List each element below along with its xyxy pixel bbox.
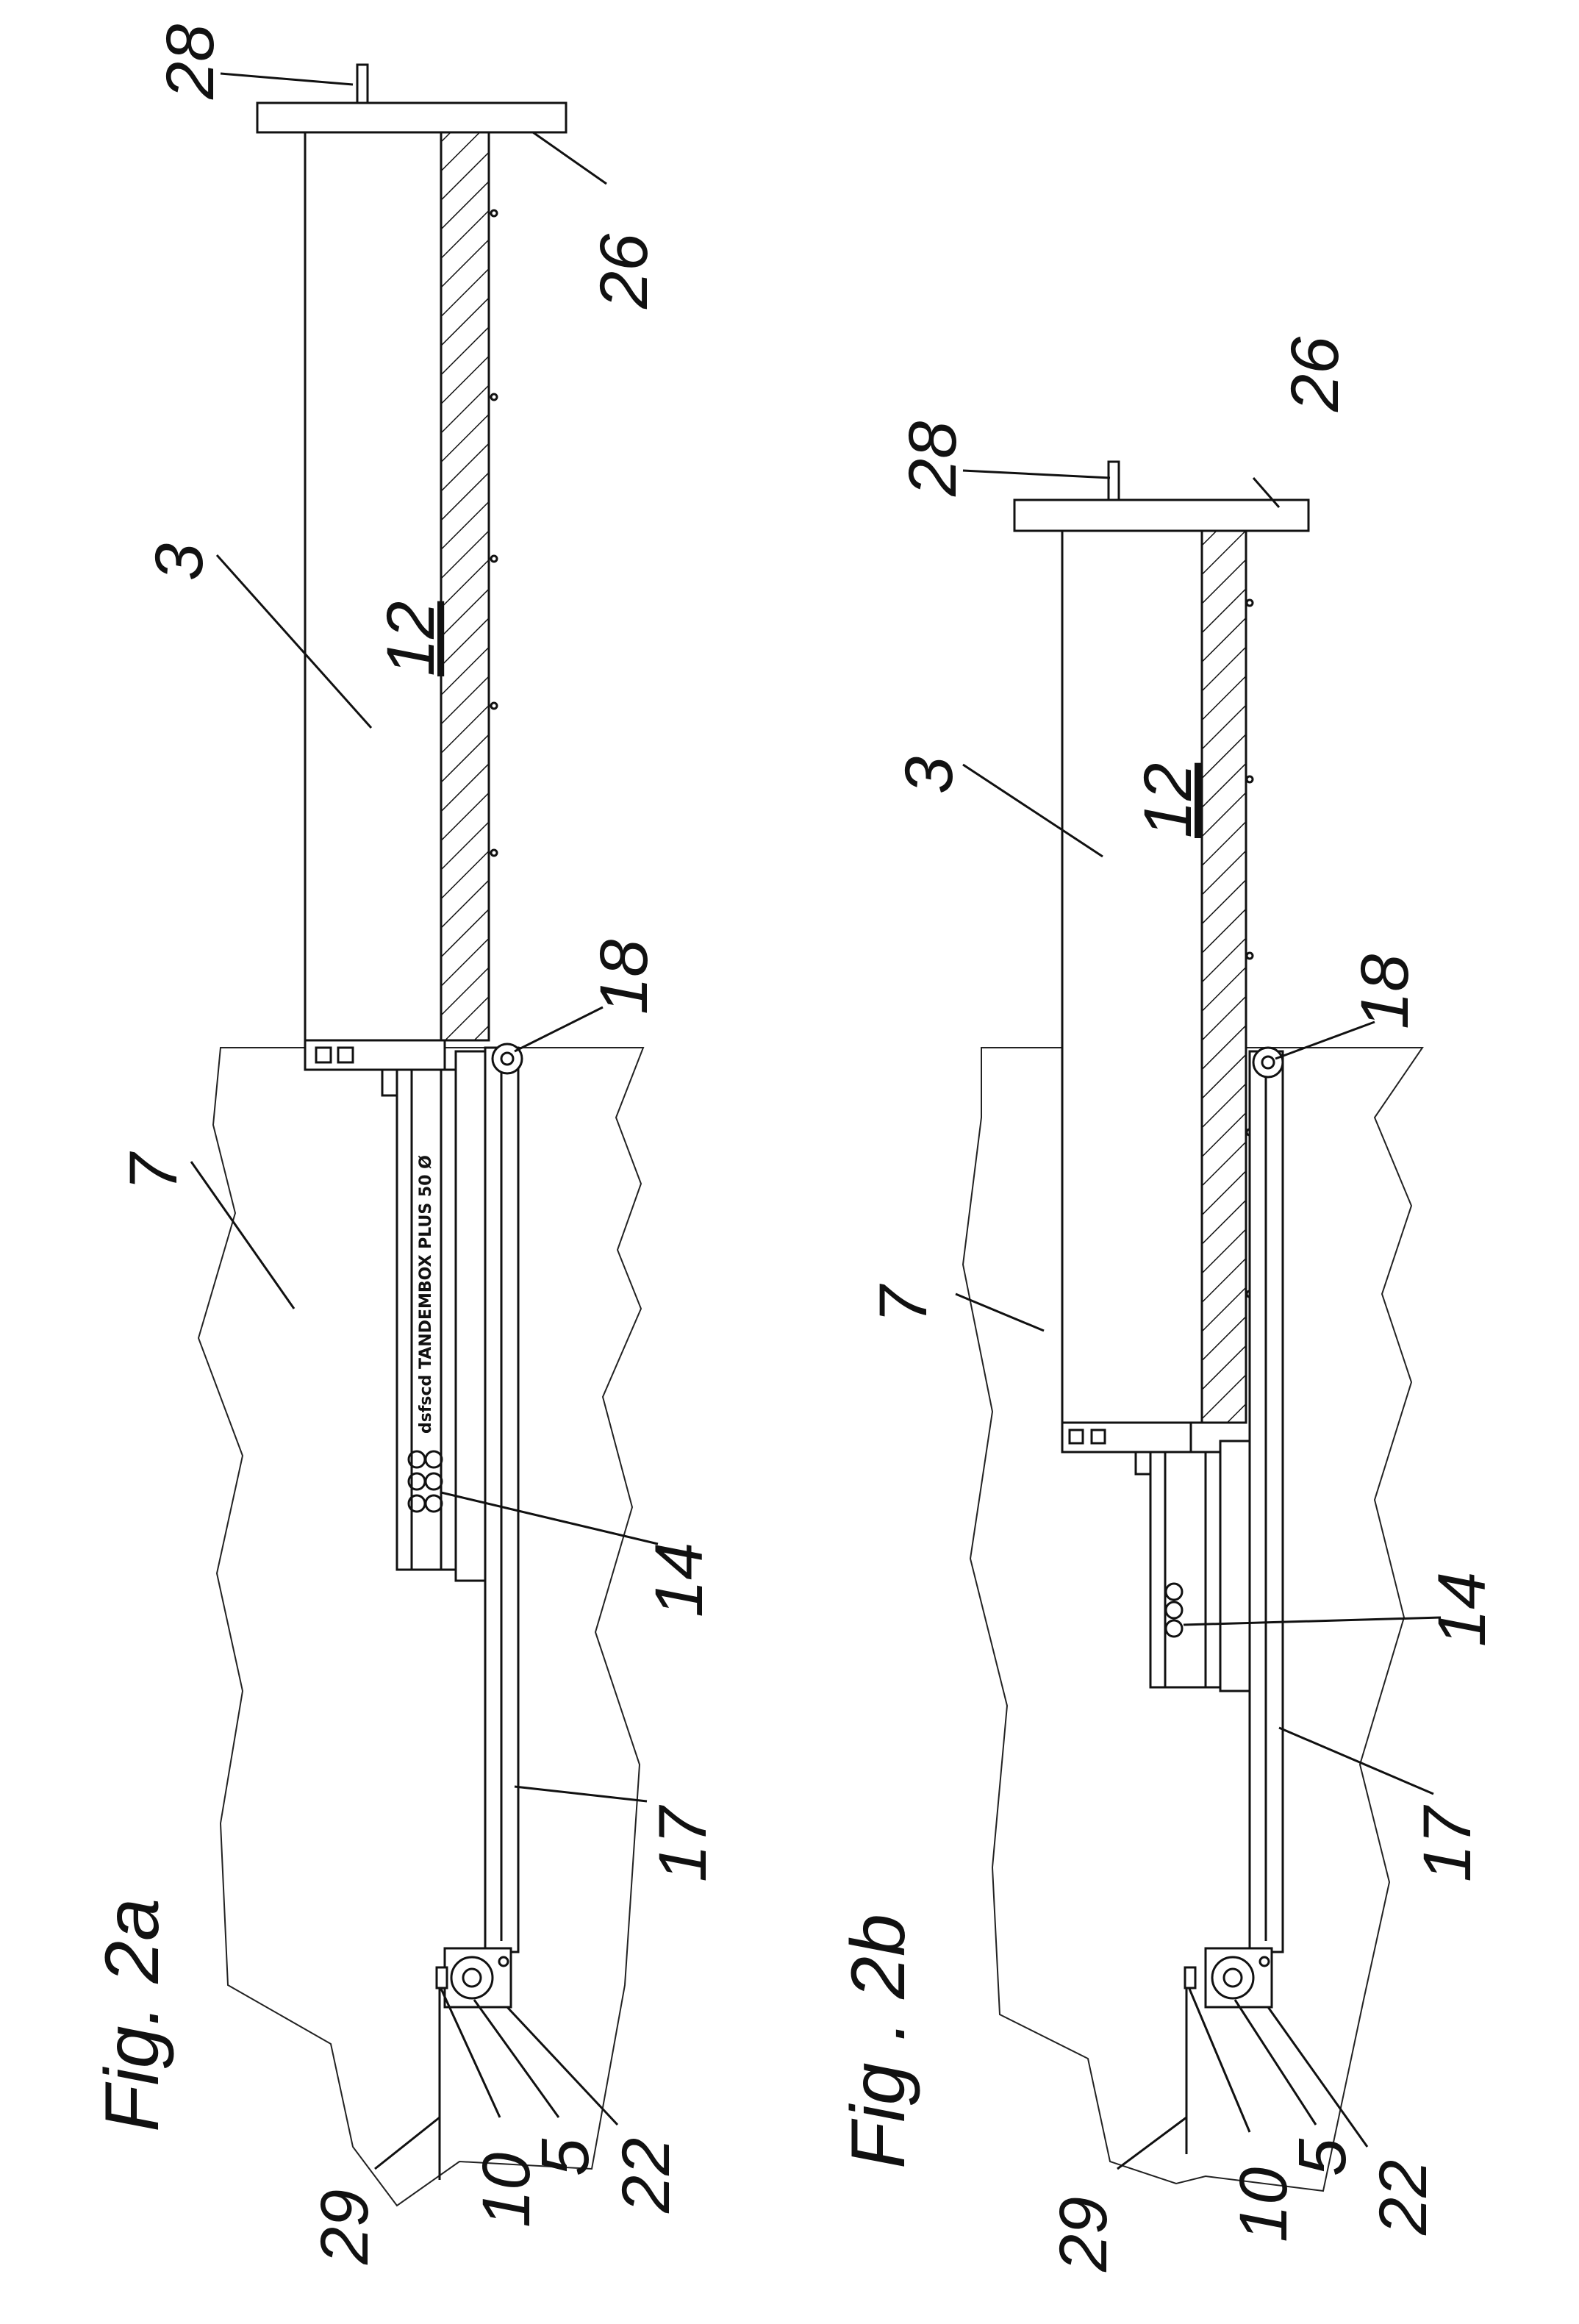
front-panel-26 xyxy=(257,103,566,132)
label-17b: 17 xyxy=(1410,1805,1485,1882)
rail-fasteners xyxy=(491,210,497,856)
label-10: 10 xyxy=(469,2153,544,2228)
coupling-10b xyxy=(1185,1967,1195,1988)
label-22b: 22 xyxy=(1366,2160,1441,2236)
label-7b: 7 xyxy=(866,1284,941,1323)
label-26: 26 xyxy=(587,233,662,310)
label-3: 3 xyxy=(142,543,217,581)
guide-imprint-text: dsfscd TANDEMBOX PLUS 50 Ø xyxy=(417,1155,435,1434)
caption-fig-2b: Fig . 2b xyxy=(836,1914,921,2169)
label-26b: 26 xyxy=(1278,336,1353,412)
label-14b: 14 xyxy=(1425,1572,1500,1647)
label-28b: 28 xyxy=(895,421,970,497)
drawer-rear-block xyxy=(305,1040,445,1070)
caption-fig-2a: Fig. 2a xyxy=(90,1898,175,2132)
label-29: 29 xyxy=(307,2189,382,2265)
label-14: 14 xyxy=(642,1542,717,1617)
coupling-10 xyxy=(437,1967,447,1988)
label-29b: 29 xyxy=(1046,2197,1121,2273)
figure-2b: 28 26 3 12 18 7 14 17 22 5 10 29 Fig . 2… xyxy=(836,336,1500,2273)
label-10b: 10 xyxy=(1226,2167,1301,2242)
label-3b: 3 xyxy=(892,757,967,794)
shaft-5b[interactable] xyxy=(1212,1957,1253,1998)
front-panel-26b xyxy=(1014,500,1308,531)
pulley-18[interactable] xyxy=(493,1044,522,1073)
pulley-18b[interactable] xyxy=(1253,1048,1283,1077)
shaft-5[interactable] xyxy=(451,1957,493,1998)
label-12b: 12 xyxy=(1131,763,1206,838)
drawer-side-hatched xyxy=(441,129,489,1040)
label-17: 17 xyxy=(645,1805,720,1882)
label-18b: 18 xyxy=(1347,954,1422,1029)
label-22: 22 xyxy=(609,2138,684,2214)
figure-2a: dsfscd TANDEMBOX PLUS 50 Ø xyxy=(90,24,720,2265)
label-7: 7 xyxy=(116,1151,191,1191)
handle-28b xyxy=(1109,462,1119,500)
label-18: 18 xyxy=(587,940,662,1015)
label-12: 12 xyxy=(373,601,448,676)
drawer-side-hatched-b xyxy=(1202,529,1246,1423)
label-28: 28 xyxy=(153,24,228,100)
guide-rail-14b[interactable] xyxy=(1150,1452,1220,1687)
handle-28 xyxy=(357,65,368,103)
